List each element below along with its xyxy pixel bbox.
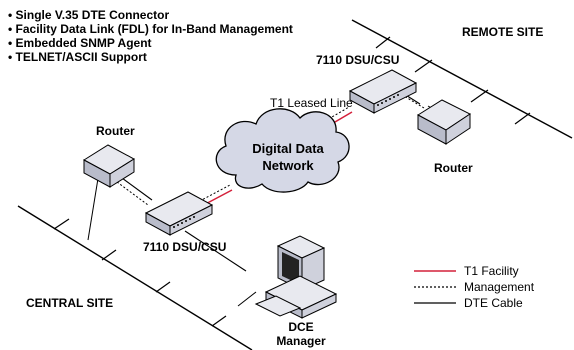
feature-item: • Facility Data Link (FDL) for In-Band M… [8, 22, 293, 36]
central-dsu-label: 7110 DSU/CSU [143, 240, 227, 254]
remote-dsu-device [348, 69, 418, 114]
dce-manager-line2: Manager [276, 334, 326, 348]
router-left-label: Router [96, 124, 135, 138]
legend-dte-label: DTE Cable [464, 296, 523, 310]
router-right-label: Router [434, 161, 473, 175]
feature-item: • Embedded SNMP Agent [8, 36, 152, 50]
leased-line-label: T1 Leased Line [270, 96, 353, 110]
legend-management-label: Management [464, 280, 535, 294]
digital-network-cloud [215, 108, 350, 193]
cloud-label-line2: Network [262, 158, 314, 173]
legend-swatches [414, 270, 456, 304]
central-dsu-device [144, 191, 214, 236]
dce-manager-line1: DCE [288, 320, 314, 334]
feature-list: • Single V.35 DTE Connector • Facility D… [8, 8, 293, 64]
remote-router-device [417, 99, 471, 145]
legend-t1-label: T1 Facility [464, 264, 519, 278]
remote-backbone [351, 19, 573, 139]
feature-item: • Single V.35 DTE Connector [8, 8, 170, 22]
cloud-label-line1: Digital Data [252, 141, 324, 156]
central-backbone [17, 205, 253, 350]
central-router-device [83, 144, 135, 188]
remote-dsu-label: 7110 DSU/CSU [316, 53, 400, 67]
feature-item: • TELNET/ASCII Support [8, 50, 147, 64]
remote-site-label: REMOTE SITE [462, 25, 544, 39]
dce-manager-label: DCE Manager [276, 320, 326, 348]
central-site-label: CENTRAL SITE [26, 296, 114, 310]
cloud-label: Digital Data Network [244, 140, 332, 174]
dce-manager-workstation [254, 235, 338, 319]
